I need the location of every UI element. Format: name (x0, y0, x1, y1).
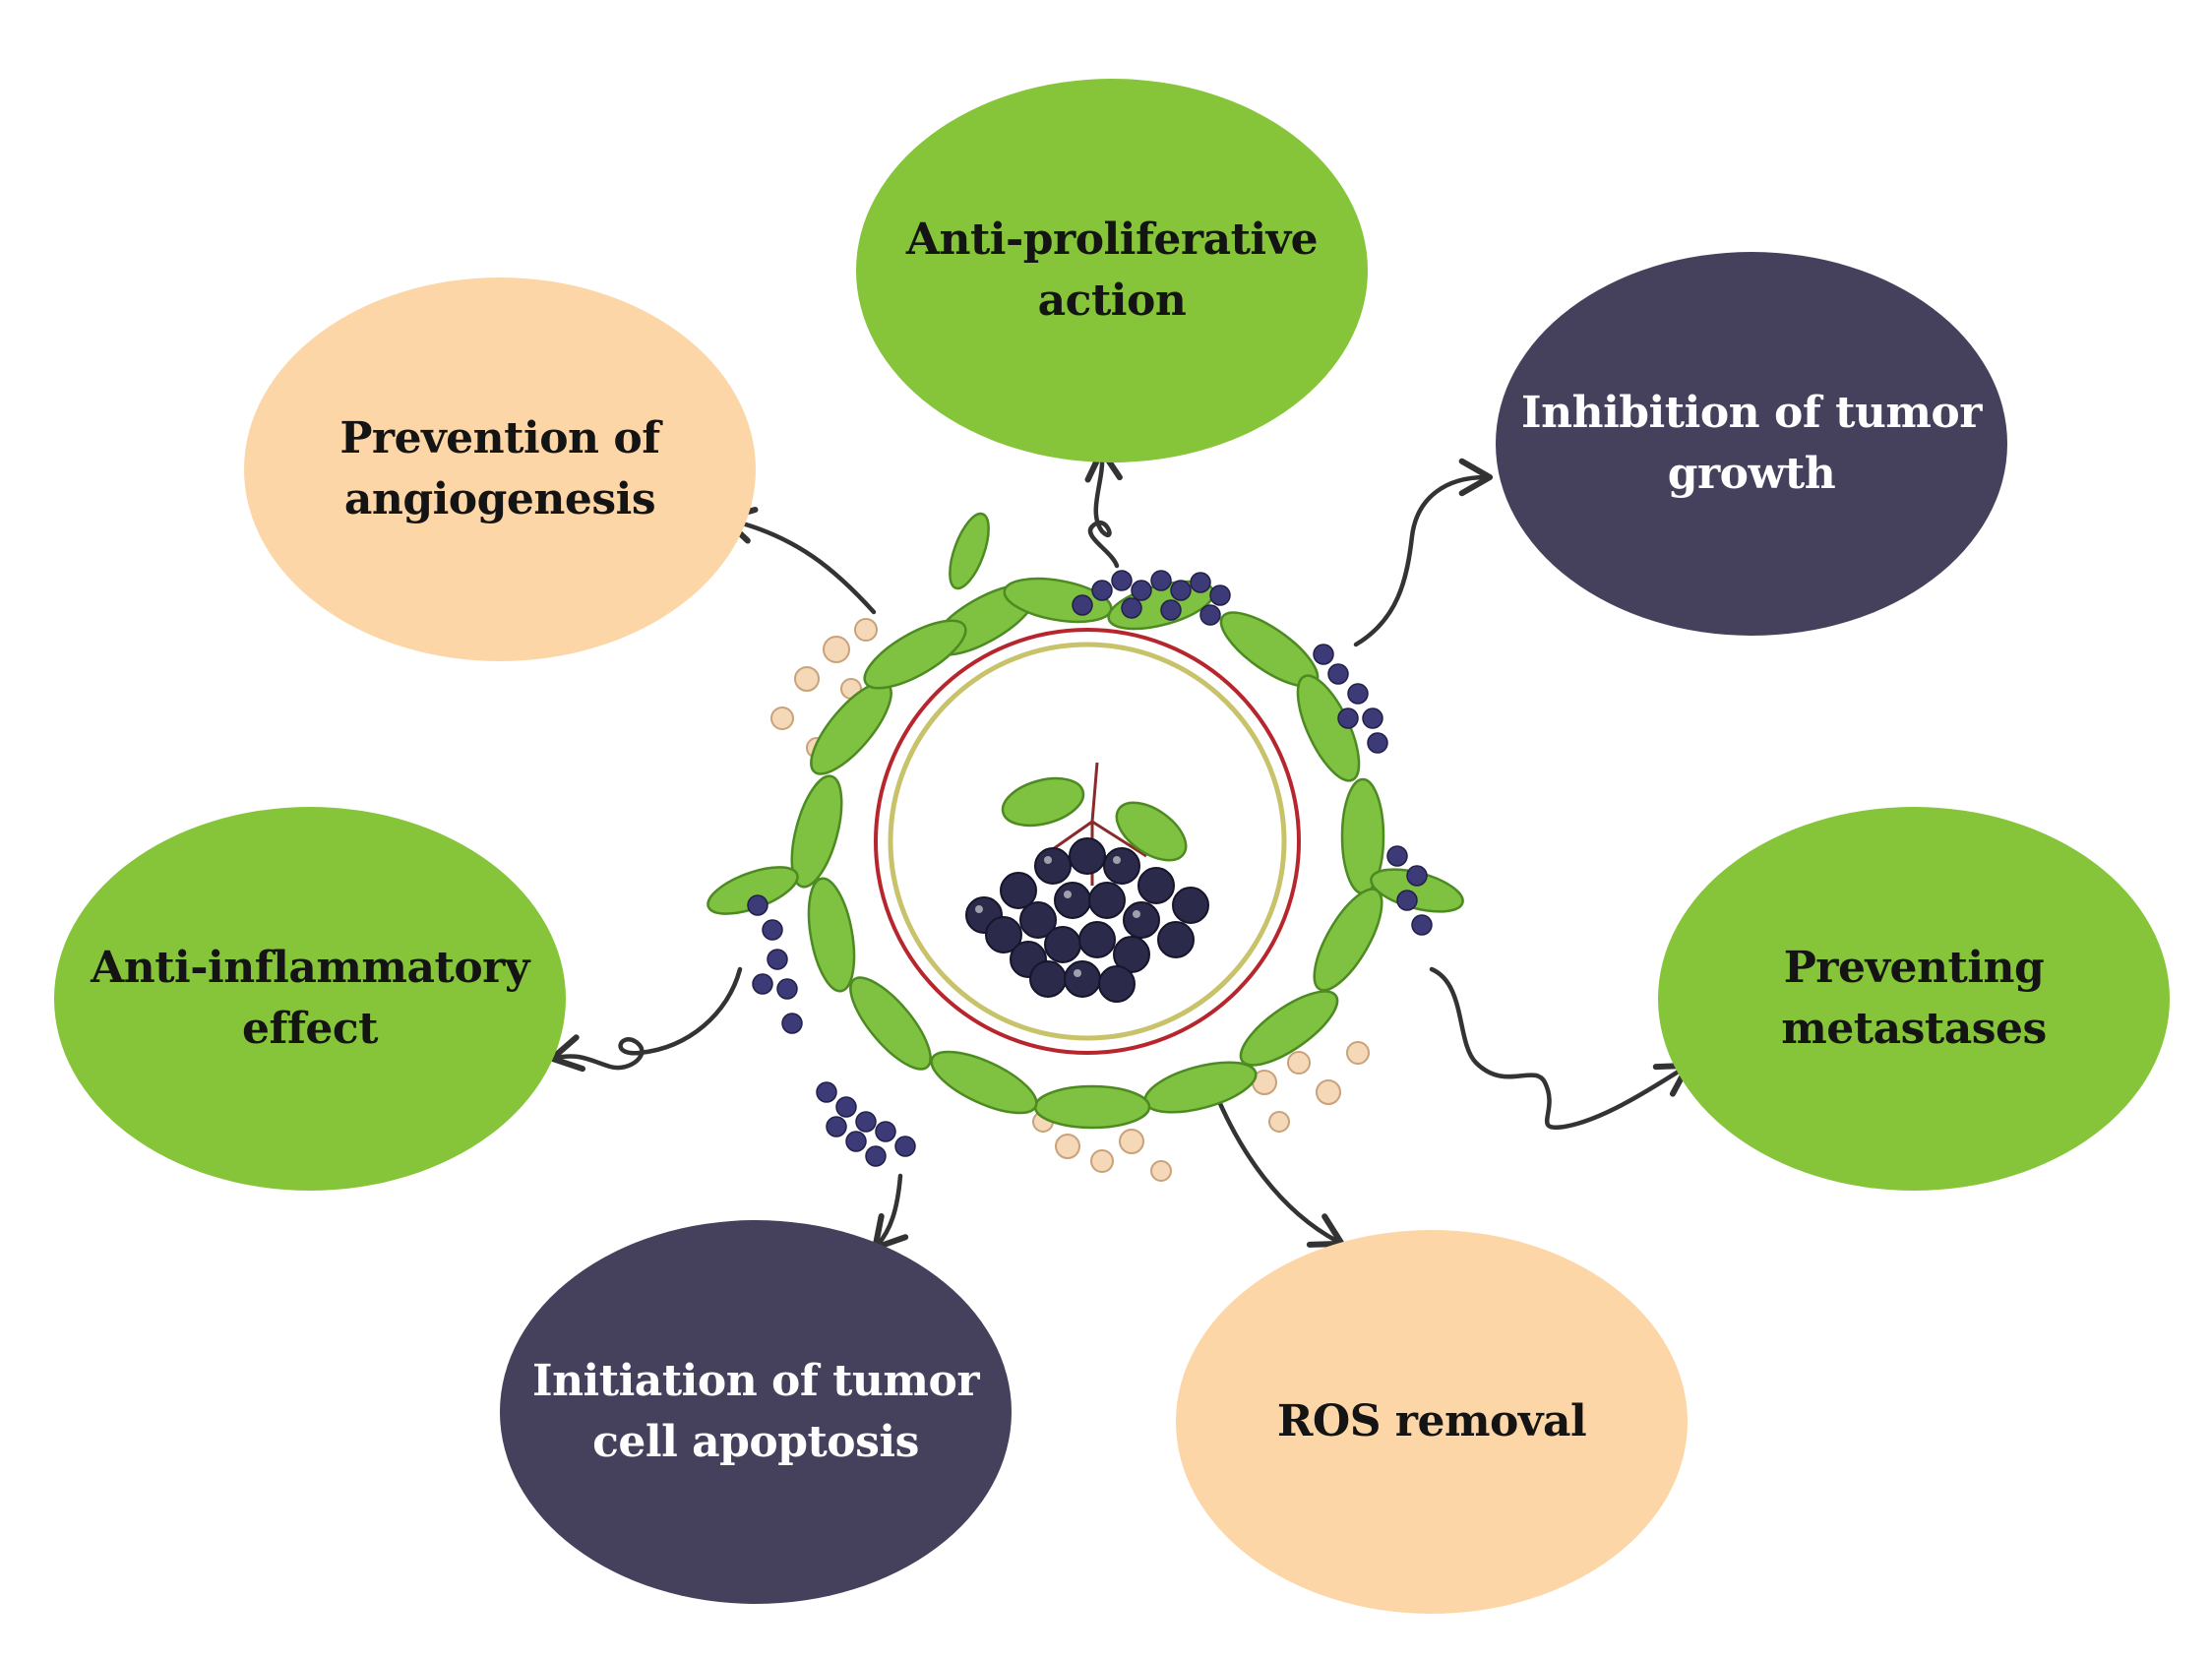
arrow-top-left (721, 506, 877, 615)
node-anti-proliferative: Anti-proliferative action (856, 79, 1368, 462)
node-initiation-of-apoptosis: Initiation of tumor cell apoptosis (500, 1220, 1012, 1604)
arrow-top-right (1353, 458, 1494, 647)
node-ros-removal: ROS removal (1176, 1230, 1688, 1614)
arrow-bottom-left (872, 1173, 909, 1252)
node-label: Initiation of tumor cell apoptosis (531, 1356, 980, 1467)
node-prevention-of-angiogenesis: Prevention of angiogenesis (244, 277, 756, 661)
arrow-right (1429, 966, 1691, 1130)
arrow-left (548, 966, 743, 1073)
node-anti-inflammatory-effect: Anti-inflammatory effect (54, 807, 566, 1191)
node-label: Anti-inflammatory effect (91, 943, 529, 1054)
elderberry-wreath-illustration (707, 512, 1464, 1182)
node-preventing-metastases: Preventing metastases (1658, 807, 2170, 1191)
node-label: Prevention of angiogenesis (339, 413, 660, 524)
node-label: Anti-proliferative action (905, 215, 1319, 326)
arrow-bottom-right (1212, 1089, 1345, 1248)
node-inhibition-of-tumor-growth: Inhibition of tumor growth (1496, 252, 2007, 636)
node-label: Preventing metastases (1781, 943, 2047, 1054)
node-label: Inhibition of tumor growth (1521, 388, 1982, 499)
node-label: ROS removal (1276, 1396, 1587, 1446)
arrow-top (1084, 447, 1123, 569)
arrows (548, 447, 1691, 1252)
